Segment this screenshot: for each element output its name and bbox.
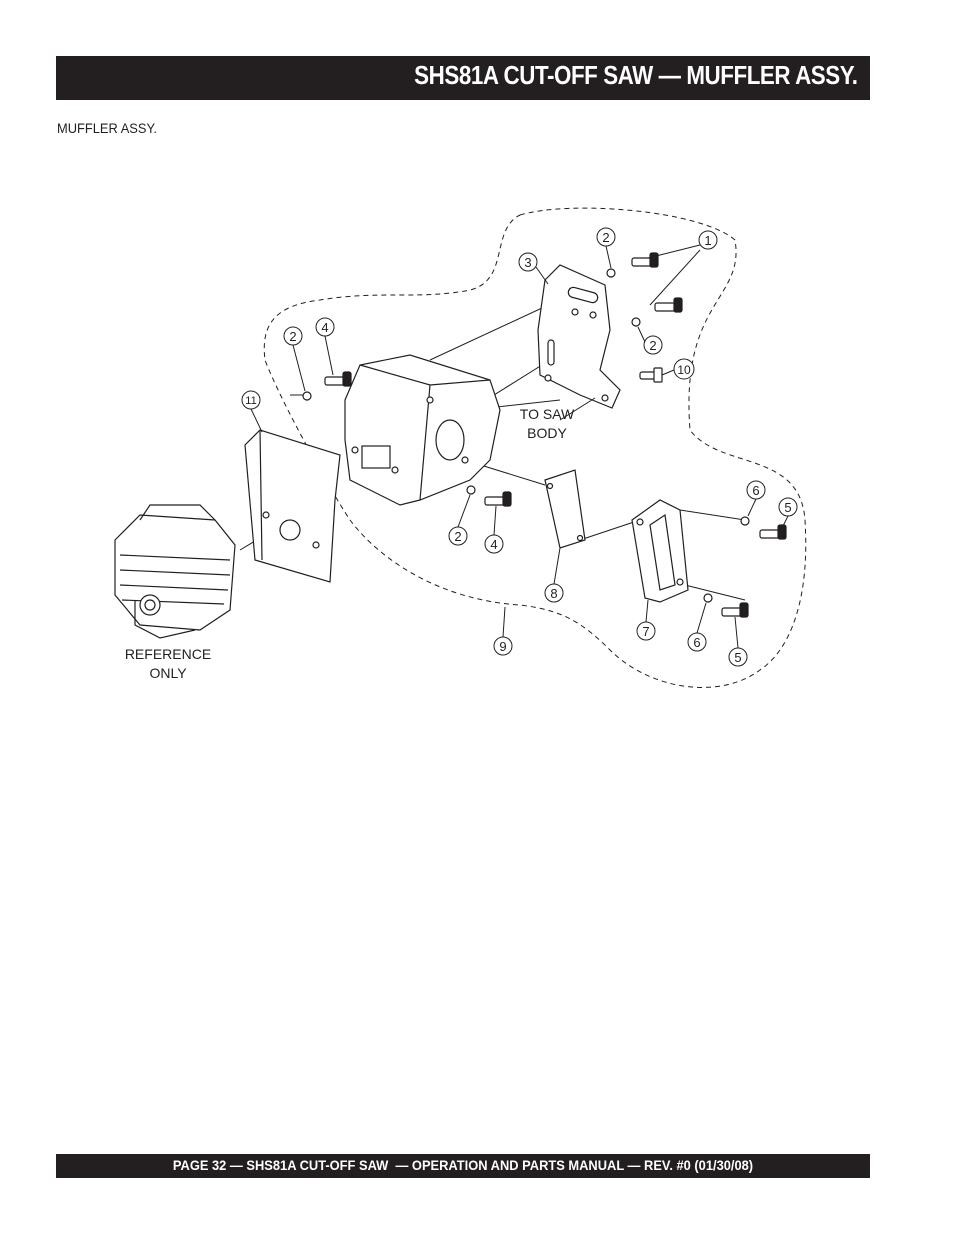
- callout-number: 2: [649, 338, 656, 353]
- washer-icon: [740, 516, 750, 526]
- washer-icon: [606, 268, 616, 278]
- bolts-and-washers: [302, 252, 787, 618]
- callout-circle: [673, 358, 695, 380]
- section-label: MUFFLER ASSY.: [57, 120, 157, 136]
- callout-leaders: [250, 245, 789, 649]
- washer-icon: [703, 593, 713, 603]
- callout-circle: [698, 230, 718, 250]
- page-footer-text: PAGE 32 — SHS81A CUT-OFF SAW — OPERATION…: [172, 1157, 754, 1173]
- callout-number: 2: [454, 529, 461, 544]
- bolt-icon: [324, 371, 352, 387]
- washer-icon: [631, 317, 641, 327]
- callout-number: 3: [524, 255, 531, 270]
- callout-number: 8: [550, 586, 557, 601]
- bolt-icon: [654, 297, 683, 313]
- muffler-body: [344, 354, 501, 506]
- washer-icon: [302, 391, 312, 401]
- to-saw-body-label-line2: BODY: [527, 425, 567, 441]
- page-header-bar: SHS81A CUT-OFF SAW — MUFFLER ASSY.: [56, 56, 870, 100]
- gasket: [544, 469, 586, 549]
- page-title: SHS81A CUT-OFF SAW — MUFFLER ASSY.: [414, 60, 859, 90]
- callout-numbers: 1 2 2 2 2 3 4 4 5 5 6 6 7 8 9 10 11: [245, 230, 791, 665]
- callout-circle: [518, 252, 538, 272]
- reference-only-label-line2: ONLY: [149, 665, 187, 681]
- mounting-bracket: [537, 264, 621, 409]
- callout-number: 5: [734, 650, 741, 665]
- callout-number: 9: [499, 639, 506, 654]
- callout-number: 6: [752, 483, 759, 498]
- callout-number: 6: [693, 635, 700, 650]
- bolt-icon: [759, 524, 787, 540]
- callout-number: 7: [642, 624, 649, 639]
- washer-icon: [466, 485, 476, 495]
- callout-number: 5: [784, 500, 791, 515]
- assembly-boundary-dashed: [263, 207, 807, 688]
- heat-shield: [244, 429, 341, 583]
- callout-number: 2: [602, 230, 609, 245]
- callout-number: 4: [321, 320, 328, 335]
- to-saw-body-label-line1: TO SAW: [520, 406, 575, 422]
- callout-circle: [643, 335, 663, 355]
- diagram-labels: TO SAW BODY REFERENCE ONLY: [125, 406, 575, 681]
- page-footer-bar: PAGE 32 — SHS81A CUT-OFF SAW — OPERATION…: [56, 1154, 870, 1178]
- bolt-icon: [631, 252, 659, 268]
- callouts: [241, 227, 798, 667]
- engine-cylinder: [114, 504, 236, 639]
- exhaust-deflector: [631, 499, 689, 603]
- bolt-icon: [484, 491, 512, 507]
- callout-number: 2: [289, 329, 296, 344]
- callout-number: 1: [704, 233, 711, 248]
- callout-number: 10: [677, 363, 691, 377]
- callout-number: 4: [490, 537, 497, 552]
- callout-number: 11: [245, 395, 256, 407]
- bolt-icon: [721, 602, 749, 618]
- bolt-icon: [639, 367, 663, 383]
- reference-only-label-line1: REFERENCE: [125, 646, 211, 662]
